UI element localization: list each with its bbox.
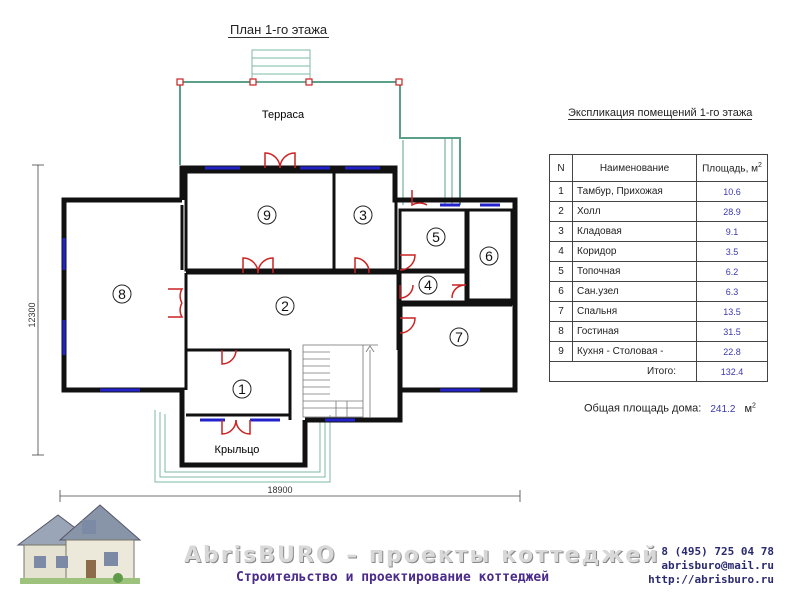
svg-text:5: 5 xyxy=(432,229,440,245)
room-marker-3: 3 xyxy=(353,205,373,225)
porch-steps xyxy=(154,410,331,483)
email-link[interactable]: abrisburo@mail.ru xyxy=(661,559,774,572)
room-marker-8: 8 xyxy=(112,284,132,304)
house-total-unit: м2 xyxy=(744,402,756,415)
room-marker-6: 6 xyxy=(479,246,499,266)
svg-text:2: 2 xyxy=(281,298,289,314)
svg-text:4: 4 xyxy=(424,277,432,293)
stairs xyxy=(302,344,378,418)
house-total-label: Общая площадь дома: xyxy=(584,402,702,415)
terrace-label: Терраса xyxy=(262,109,305,121)
col-name-header: Наименование xyxy=(572,154,697,182)
plan-title: План 1-го этажа xyxy=(228,22,330,38)
interior-walls xyxy=(180,170,514,420)
exterior-walls xyxy=(61,165,518,468)
room-marker-5: 5 xyxy=(426,227,446,247)
svg-text:3: 3 xyxy=(359,207,367,223)
terrace-steps xyxy=(251,49,311,83)
table-total-row: Итого: 132.4 xyxy=(549,361,768,382)
table-header: N Наименование Площадь, м2 xyxy=(549,154,768,182)
dimension-lines xyxy=(32,164,521,502)
phone: 8 (495) 725 04 78 xyxy=(661,545,774,558)
svg-text:6: 6 xyxy=(485,248,493,264)
width-dimension: 18900 xyxy=(267,485,292,495)
tagline: Строительство и проектирование коттеджей xyxy=(236,570,550,585)
site-link[interactable]: http://abrisburo.ru xyxy=(648,573,774,586)
house-total-value: 241.2 xyxy=(710,403,736,415)
height-dimension: 12300 xyxy=(27,302,37,327)
svg-text:1: 1 xyxy=(238,381,246,397)
terrace xyxy=(179,81,461,205)
contacts: 8 (495) 725 04 78 abrisburo@mail.ru http… xyxy=(640,545,774,587)
room-markers: 1 2 3 4 5 6 7 8 9 xyxy=(112,205,499,399)
terrace-posts xyxy=(176,78,403,86)
brand-logo-text: AbrisBURO – проекты коттеджей xyxy=(184,543,660,568)
house-total-area: Общая площадь дома: 241.2 м2 xyxy=(584,402,756,415)
col-area-header: Площадь, м2 xyxy=(696,154,768,182)
room-marker-4: 4 xyxy=(418,275,438,295)
col-n-header: N xyxy=(549,154,573,182)
legend-title: Экспликация помещений 1-го этажа xyxy=(568,107,753,120)
room-marker-2: 2 xyxy=(275,296,295,316)
svg-text:8: 8 xyxy=(118,286,126,302)
windows xyxy=(62,166,500,422)
svg-text:9: 9 xyxy=(263,207,271,223)
svg-text:7: 7 xyxy=(455,329,463,345)
porch-label: Крыльцо xyxy=(215,444,260,456)
room-marker-1: 1 xyxy=(232,379,252,399)
house-illustration xyxy=(16,504,142,584)
room-marker-7: 7 xyxy=(449,327,469,347)
doors xyxy=(168,152,467,435)
room-marker-9: 9 xyxy=(257,205,277,225)
